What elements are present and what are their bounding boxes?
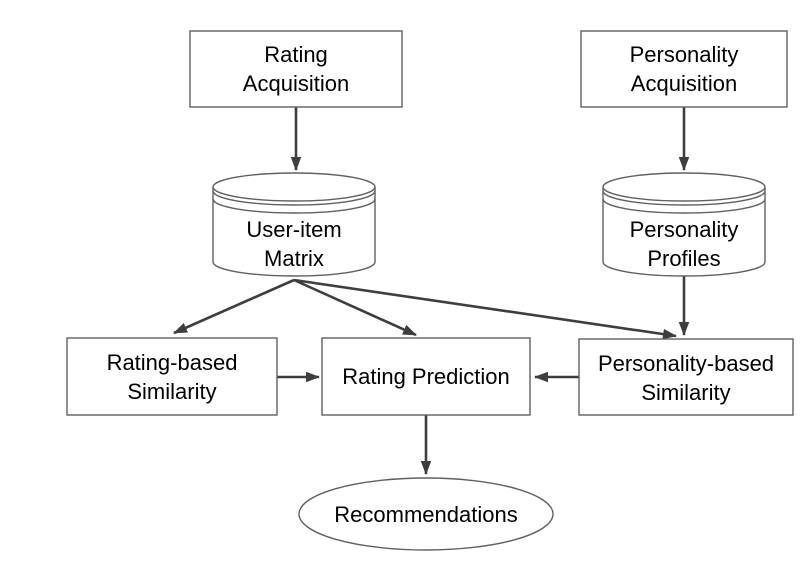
rating-prediction-label: Rating Prediction <box>342 364 510 389</box>
rating-acquisition-label-line1: Rating <box>264 42 328 67</box>
rating-based-similarity-label-line1: Rating-based <box>107 350 238 375</box>
user-item-matrix-cylinder-top <box>212 172 376 202</box>
user-item-matrix-cylinder-body <box>212 187 376 277</box>
edge-user-item-matrix-to-rating-prediction <box>293 278 417 337</box>
personality-profiles-cylinder-ring2 <box>602 198 766 214</box>
personality-acquisition-box <box>580 30 788 108</box>
personality-acquisition-node: Personality Acquisition <box>580 30 788 108</box>
rating-based-similarity-label-line2: Similarity <box>127 379 216 404</box>
rating-based-similarity-node: Rating-based Similarity <box>66 337 278 416</box>
personality-based-similarity-box <box>578 338 794 416</box>
rating-acquisition-box <box>189 30 403 108</box>
personality-based-similarity-label-line1: Personality-based <box>598 351 774 376</box>
recommendations-ellipse <box>298 477 554 551</box>
personality-profiles-label-line1: Personality <box>630 217 739 242</box>
rating-acquisition-label-line2: Acquisition <box>243 71 349 96</box>
user-item-matrix-cylinder-ring2 <box>212 198 376 214</box>
personality-profiles-cylinder: Personality Profiles <box>602 172 766 277</box>
user-item-matrix-cylinder-ring1 <box>212 190 376 206</box>
user-item-matrix-cylinder: User-item Matrix <box>212 172 376 277</box>
recommendations-label: Recommendations <box>334 502 517 527</box>
rating-acquisition-node: Rating Acquisition <box>189 30 403 108</box>
user-item-matrix-label-line2: Matrix <box>264 246 324 271</box>
user-item-matrix-label-line1: User-item <box>246 217 341 242</box>
rating-based-similarity-box <box>66 337 278 416</box>
personality-based-similarity-node: Personality-based Similarity <box>578 338 794 416</box>
personality-profiles-cylinder-top <box>602 172 766 202</box>
recommendations-node: Recommendations <box>298 477 554 551</box>
rating-prediction-box <box>321 337 531 416</box>
edge-user-item-matrix-to-personality-based-similarity <box>293 278 677 340</box>
personality-profiles-cylinder-ring1 <box>602 190 766 206</box>
personality-profiles-cylinder-body <box>602 187 766 277</box>
personality-acquisition-label-line1: Personality <box>630 42 739 67</box>
personality-profiles-label-line2: Profiles <box>647 246 720 271</box>
edge-user-item-matrix-to-rating-based-similarity <box>173 278 295 335</box>
personality-based-similarity-label-line2: Similarity <box>641 380 730 405</box>
personality-acquisition-label-line2: Acquisition <box>631 71 737 96</box>
rating-prediction-node: Rating Prediction <box>321 337 531 416</box>
